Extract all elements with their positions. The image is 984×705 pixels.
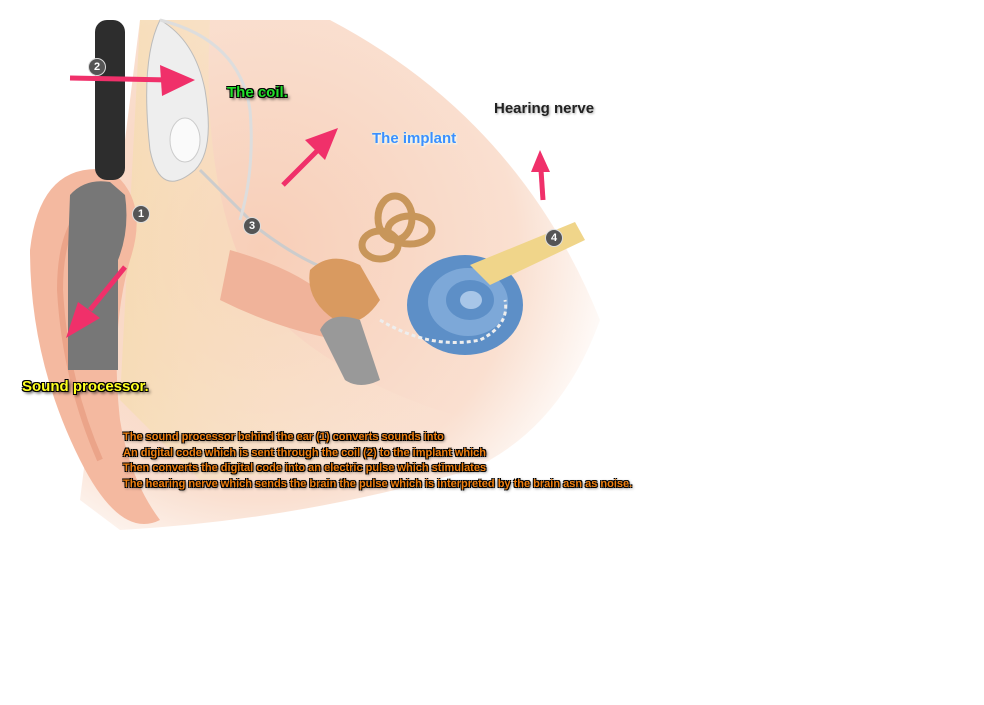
description-line: The sound processor behind the ear (1) c… [123,431,444,443]
semicircular-canals [358,192,436,263]
description-line: Then converts the digital code into an e… [123,462,487,474]
hearing-nerve-label: Hearing nerve [494,100,595,117]
coil-and-implant [146,18,331,272]
marker-3: 3 [243,217,261,235]
middle-ear [309,258,380,385]
marker-2: 2 [88,58,106,76]
marker-4: 4 [545,229,563,247]
pointer-arrows [66,65,550,338]
marker-1: 1 [132,205,150,223]
sound-processor-label: Sound processor. [22,378,149,395]
coil-label: The coil. [227,84,288,101]
description-line: An digital code which is sent through th… [123,446,487,459]
implant-label: The implant [372,130,457,147]
description-line: The hearing nerve which sends the brain … [123,477,633,490]
description-text: The sound processor behind the ear (1) c… [123,430,632,492]
